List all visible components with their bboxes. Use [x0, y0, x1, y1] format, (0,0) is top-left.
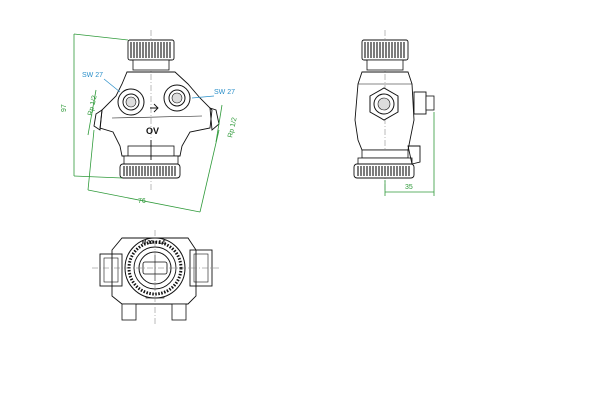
- side-port: [369, 87, 399, 121]
- front-knob: [127, 39, 175, 71]
- thread-right-label: Rp 1/2: [227, 117, 238, 139]
- dim-depth: 35: [384, 112, 435, 196]
- front-view: OV 97: [61, 30, 239, 213]
- front-bottom-ring: [119, 163, 181, 179]
- front-left-port: [117, 88, 145, 116]
- side-view: 35: [353, 30, 435, 196]
- dim-height: 97: [61, 33, 129, 179]
- dim-height-label: 97: [61, 104, 68, 112]
- dim-width: 76: [87, 129, 220, 213]
- dim-width-label: 76: [138, 198, 146, 205]
- front-right-port: [163, 84, 191, 112]
- wrench-right-label: SW 27: [214, 89, 235, 96]
- front-marking: OV: [146, 126, 159, 136]
- dim-depth-label: 35: [405, 184, 413, 191]
- bottom-marking: M 30 x 1,5: [142, 240, 166, 246]
- bottom-view: M 30 x 1,5: [92, 230, 220, 326]
- wrench-left-label: SW 27: [82, 72, 103, 79]
